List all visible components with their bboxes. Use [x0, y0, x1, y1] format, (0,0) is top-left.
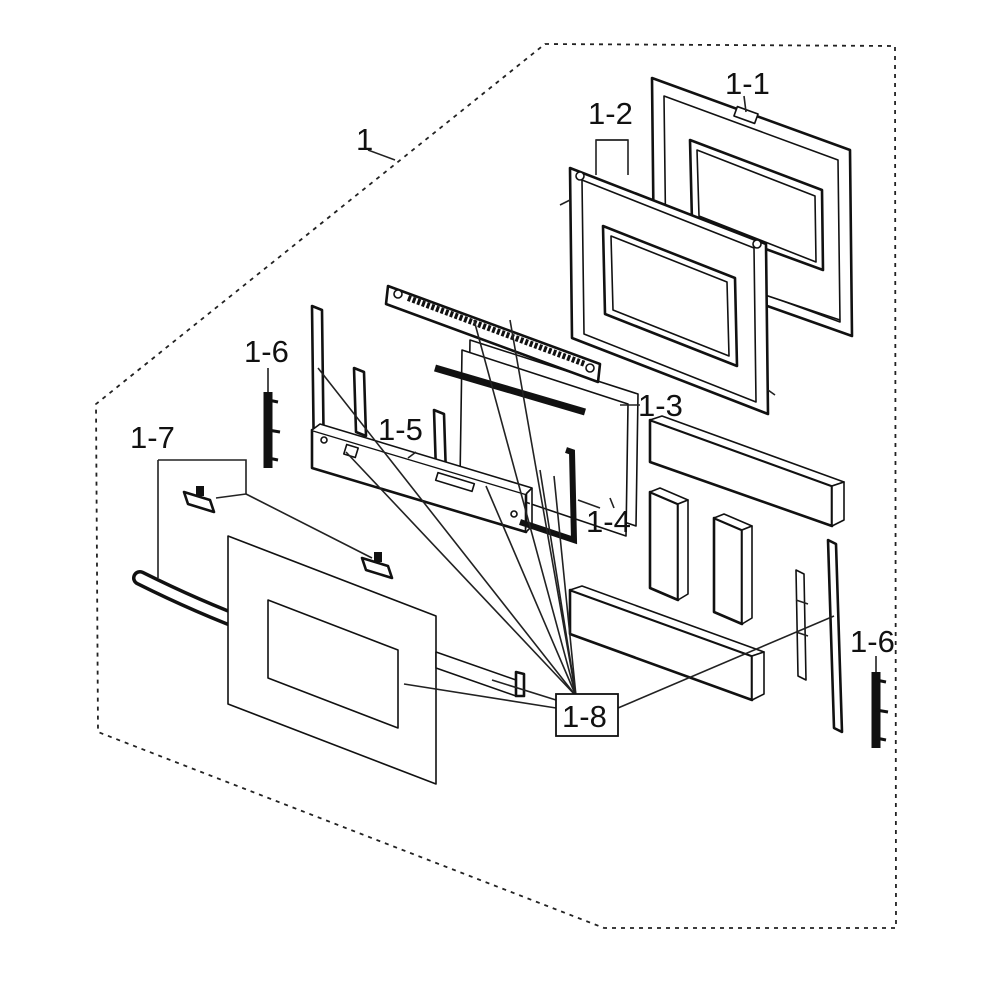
gasket-strip: [434, 364, 586, 416]
label-part-1-2: 1-2: [588, 96, 633, 131]
label-part-1-4: 1-4: [586, 504, 631, 539]
label-part-1-1: 1-1: [725, 66, 770, 101]
door-frame-assembly: [310, 304, 533, 534]
label-assembly-1: 1: [356, 122, 373, 157]
label-part-1-7: 1-7: [130, 420, 175, 455]
insulation-blocks: [568, 415, 845, 702]
bottom-trim-bar: [435, 651, 526, 698]
handle-end-cap-right: [360, 552, 394, 580]
door-panel-with-window: [559, 166, 776, 416]
hinge-right: [871, 672, 889, 748]
label-part-1-3: 1-3: [638, 388, 683, 423]
handle-end-cap-left: [182, 486, 216, 514]
assembly-boundary: [95, 43, 897, 929]
outer-glass-door: [227, 535, 437, 785]
leader-lines: [157, 95, 877, 709]
label-part-1-8: 1-8: [562, 699, 607, 734]
top-vent-bar: [384, 284, 602, 384]
label-part-1-6-left: 1-6: [244, 334, 289, 369]
label-part-1-5: 1-5: [378, 412, 423, 447]
right-side-channels: [795, 538, 844, 734]
hinge-left: [263, 392, 281, 468]
label-part-1-8-box: 1-8: [555, 693, 619, 737]
label-part-1-6-right: 1-6: [850, 624, 895, 659]
